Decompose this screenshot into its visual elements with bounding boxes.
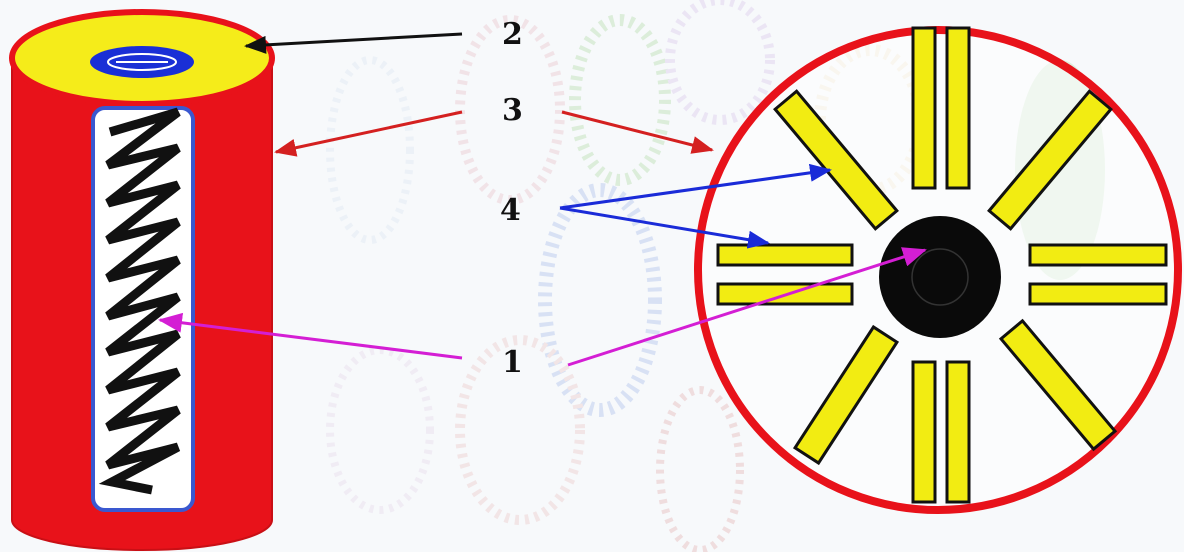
bar [913, 362, 935, 502]
bar [947, 362, 969, 502]
bar [1030, 284, 1166, 304]
central-core [879, 216, 1001, 338]
arrow-3-left [276, 112, 462, 152]
label-4: 4 [500, 193, 521, 228]
bar [1030, 245, 1166, 265]
label-3: 3 [502, 93, 523, 128]
labels: 2 3 4 1 [500, 17, 523, 380]
label-1: 1 [502, 345, 523, 380]
bar [718, 245, 852, 265]
arrow-3-right [562, 112, 712, 150]
bar [913, 28, 935, 188]
cylinder [12, 12, 272, 550]
cross-section [698, 28, 1178, 510]
bar [947, 28, 969, 188]
label-2: 2 [502, 17, 523, 52]
arrow-2 [246, 34, 462, 46]
